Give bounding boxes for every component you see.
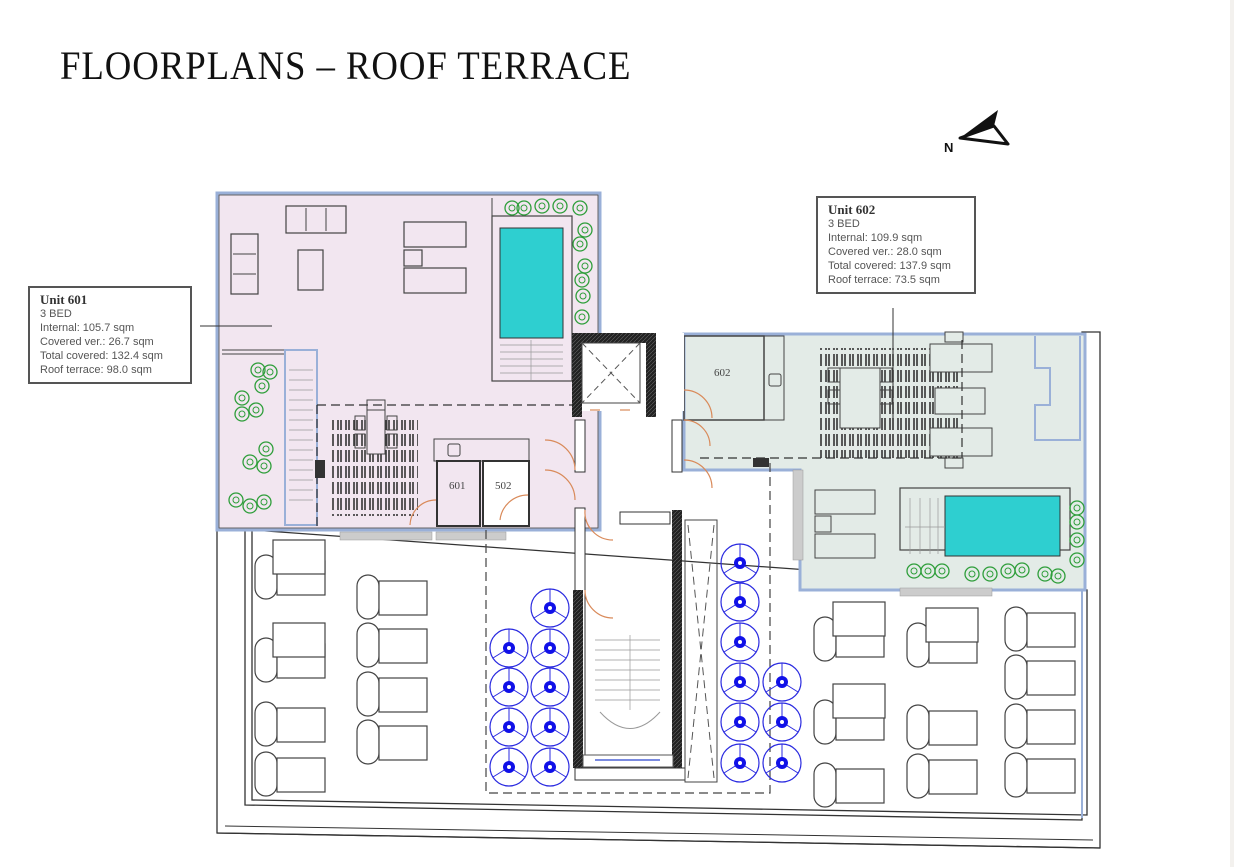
unit-602-info-box: Unit 602 3 BED Internal: 109.9 sqm Cover… [816, 196, 976, 294]
north-arrow: N [942, 108, 1014, 161]
unit-601-roof-terrace: Roof terrace: 98.0 sqm [40, 364, 152, 376]
unit-601-internal: Internal: 105.7 sqm [40, 322, 135, 334]
north-label: N [944, 140, 953, 155]
loungers-right [813, 601, 1076, 808]
room-label-601: 601 [449, 480, 466, 492]
unit-602-internal: Internal: 109.9 sqm [828, 232, 923, 244]
room-label-602: 602 [714, 367, 731, 379]
parasols-right [720, 543, 802, 783]
unit-601-type: 3 BED [40, 308, 72, 320]
unit-602-name: Unit 602 [828, 202, 876, 217]
unit-602-roof-terrace: Roof terrace: 73.5 sqm [828, 274, 940, 286]
unit-602-covered-ver: Covered ver.: 28.0 sqm [828, 246, 942, 258]
parasols-left [489, 588, 570, 787]
unit-601-info-box: Unit 601 3 BED Internal: 105.7 sqm Cover… [28, 286, 192, 384]
north-arrow-icon: N [944, 110, 1010, 155]
room-label-502: 502 [495, 480, 512, 492]
unit-601-name: Unit 601 [40, 292, 88, 307]
page-edge [1230, 0, 1234, 867]
page-title: FLOORPLANS – ROOF TERRACE [60, 43, 632, 88]
loungers-left [254, 539, 428, 797]
unit-601-total-covered: Total covered: 132.4 sqm [40, 350, 163, 362]
unit-601-covered-ver: Covered ver.: 26.7 sqm [40, 336, 154, 348]
unit-602-total-covered: Total covered: 137.9 sqm [828, 260, 951, 272]
unit-602-type: 3 BED [828, 218, 860, 230]
